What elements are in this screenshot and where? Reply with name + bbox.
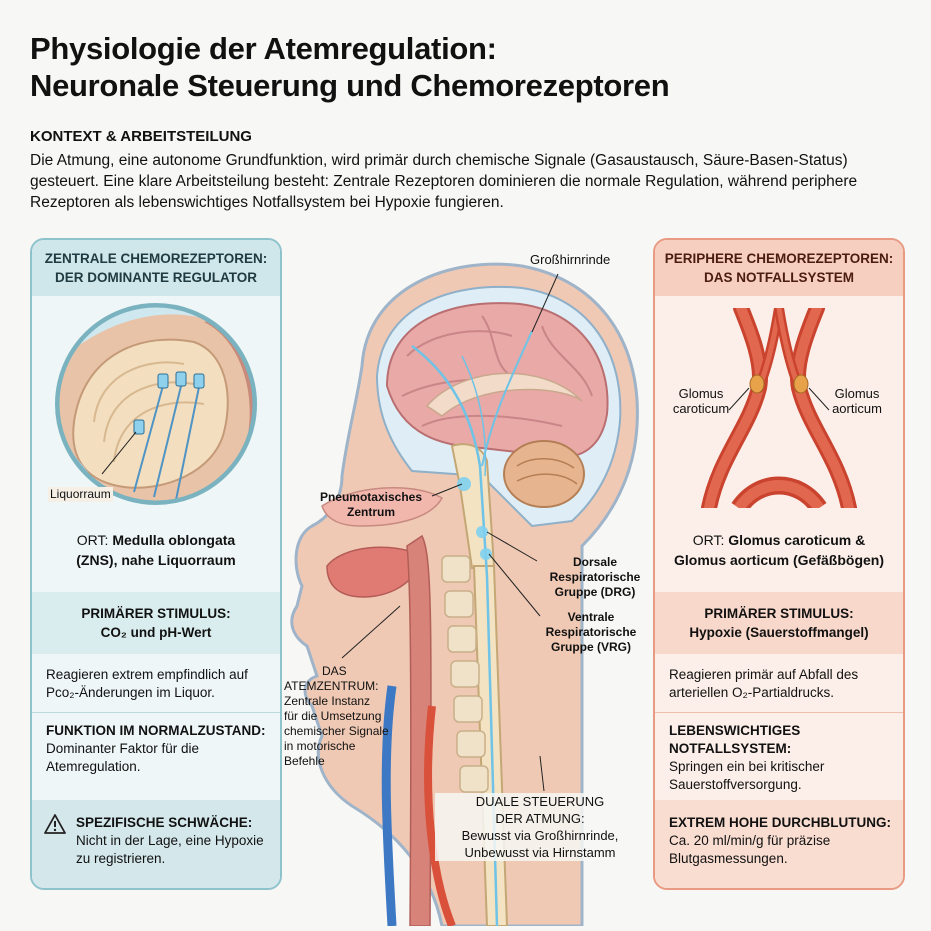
- peripheral-stimulus-band: PRIMÄRER STIMULUS: Hypoxie (Sauerstoffma…: [655, 592, 903, 654]
- central-header-line-1: ZENTRALE CHEMOREZEPTOREN:: [44, 251, 268, 266]
- atemzentrum-line-4: für die Umsetzung: [284, 709, 382, 723]
- central-function-block: FUNKTION IM NORMALZUSTAND: Dominanter Fa…: [46, 722, 271, 776]
- peripheral-perfusion-heading: EXTREM HOHE DURCHBLUTUNG:: [669, 815, 891, 830]
- drg-line-1: Dorsale: [572, 555, 618, 569]
- central-function-heading: FUNKTION IM NORMALZUSTAND:: [46, 723, 266, 738]
- peripheral-emergency-text: Springen ein bei kritischer Sauerstoffve…: [669, 759, 825, 792]
- central-location: ORT: Medulla oblongata (ZNS), nahe Liquo…: [40, 530, 272, 570]
- peripheral-perfusion-text: Ca. 20 ml/min/g für präzise Blutgasmessu…: [669, 833, 831, 866]
- glomus-caroticum-line-2: caroticum: [672, 401, 730, 416]
- vrg-line-1: Ventrale: [567, 610, 615, 624]
- vrg-line-2: Respiratorische: [545, 625, 637, 639]
- page-title: Physiologie der Atemregulation: Neuronal…: [30, 30, 910, 104]
- cortex-label: Großhirnrinde: [530, 252, 611, 267]
- central-chemoreceptors-panel: ZENTRALE CHEMOREZEPTOREN: DER DOMINANTE …: [30, 238, 282, 890]
- central-weakness-heading: SPEZIFISCHE SCHWÄCHE:: [76, 815, 253, 830]
- atemzentrum-line-3: Zentrale Instanz: [284, 694, 371, 708]
- context-text: Die Atmung, eine autonome Grundfunktion,…: [30, 152, 858, 211]
- peripheral-stimulus-heading: PRIMÄRER STIMULUS:: [704, 606, 854, 621]
- central-weakness-block: SPEZIFISCHE SCHWÄCHE: Nicht in der Lage,…: [76, 814, 271, 868]
- atemzentrum-line-1: DAS: [322, 664, 347, 678]
- peripheral-panel-header: PERIPHERE CHEMOREZEPTOREN: DAS NOTFALLSY…: [655, 240, 903, 296]
- vrg-label: Ventrale Respiratorische Gruppe (VRG): [536, 610, 646, 655]
- dual-line-3: Bewusst via Großhirnrinde,: [461, 828, 619, 843]
- peripheral-divider-1: [655, 712, 903, 713]
- central-divider-1: [32, 712, 280, 713]
- title-line-2: Neuronale Steuerung und Chemorezeptoren: [30, 68, 670, 103]
- peripheral-perfusion-band: [655, 800, 903, 888]
- dual-line-4: Unbewusst via Hirnstamm: [464, 845, 616, 860]
- central-stimulus-value: CO₂ und pH-Wert: [100, 625, 212, 640]
- central-stimulus-band: PRIMÄRER STIMULUS: CO₂ und pH-Wert: [32, 592, 280, 654]
- drg-label: Dorsale Respiratorische Gruppe (DRG): [540, 555, 650, 600]
- peripheral-stimulus-value: Hypoxie (Sauerstoffmangel): [689, 625, 869, 640]
- central-panel-header: ZENTRALE CHEMOREZEPTOREN: DER DOMINANTE …: [32, 240, 280, 296]
- pneumotaxic-line-1: Pneumotaxisches: [319, 490, 423, 504]
- central-weakness-text: Nicht in der Lage, eine Hypoxie zu regis…: [76, 833, 264, 866]
- arteries-illustration: [701, 308, 857, 508]
- peripheral-emergency-heading: LEBENSWICHTIGES NOTFALLSYSTEM:: [669, 723, 801, 756]
- pneumotaxic-center-label: Pneumotaxisches Zentrum: [306, 490, 436, 520]
- glomus-caroticum-line-1: Glomus: [678, 386, 724, 401]
- central-sensitivity-text: Reagieren extrem empfindlich auf Pco₂-Än…: [46, 667, 248, 700]
- peripheral-location-prefix: ORT:: [692, 532, 725, 548]
- central-location-prefix: ORT:: [76, 532, 109, 548]
- atemzentrum-line-5: chemischer Signale: [284, 724, 389, 738]
- central-header-line-2: DER DOMINANTE REGULATOR: [54, 270, 257, 285]
- title-line-1: Physiologie der Atemregulation:: [30, 31, 497, 66]
- central-stimulus-heading: PRIMÄRER STIMULUS:: [81, 606, 231, 621]
- dual-line-1: DUALE STEUERUNG: [475, 794, 605, 809]
- peripheral-header-line-2: DAS NOTFALLSYSTEM: [703, 270, 854, 285]
- dual-line-2: DER ATMUNG:: [495, 811, 585, 826]
- peripheral-location-line-2: Glomus aorticum (Gefäßbögen): [673, 552, 884, 568]
- peripheral-location: ORT: Glomus caroticum & Glomus aorticum …: [663, 530, 895, 570]
- drg-line-3: Gruppe (DRG): [554, 585, 636, 599]
- central-weakness-band: [32, 800, 280, 888]
- atemzentrum-line-7: Befehle: [284, 754, 325, 768]
- peripheral-perfusion-block: EXTREM HOHE DURCHBLUTUNG: Ca. 20 ml/min/…: [669, 814, 894, 868]
- peripheral-response-text: Reagieren primär auf Abfall des arteriel…: [669, 667, 859, 700]
- glomus-aorticum-label: Glomus aorticum: [817, 386, 897, 416]
- peripheral-location-line-1: Glomus caroticum &: [728, 532, 866, 548]
- peripheral-chemoreceptors-panel: PERIPHERE CHEMOREZEPTOREN: DAS NOTFALLSY…: [653, 238, 905, 890]
- central-location-line-2: (ZNS), nahe Liquorraum: [76, 552, 236, 568]
- glomus-aorticum-line-1: Glomus: [834, 386, 880, 401]
- respiratory-center-label: DAS ATEMZENTRUM: Zentrale Instanz für di…: [284, 664, 409, 769]
- context-heading: KONTEXT & ARBEITSTEILUNG: [30, 128, 252, 145]
- vrg-line-3: Gruppe (VRG): [551, 640, 631, 654]
- central-function-text: Dominanter Faktor für die Atemregulation…: [46, 741, 200, 774]
- glomus-aorticum-line-2: aorticum: [832, 401, 882, 416]
- central-location-line-1: Medulla oblongata: [112, 532, 236, 548]
- head-cross-section-illustration: [290, 262, 639, 926]
- medulla-illustration: [55, 303, 257, 505]
- warning-icon: [44, 814, 66, 834]
- pneumotaxic-line-2: Zentrum: [347, 505, 395, 519]
- atemzentrum-line-2: ATEMZENTRUM:: [284, 679, 379, 693]
- drg-line-2: Respiratorische: [549, 570, 641, 584]
- dual-control-label: DUALE STEUERUNG DER ATMUNG: Bewusst via …: [435, 793, 645, 861]
- glomus-caroticum-label: Glomus caroticum: [661, 386, 741, 416]
- atemzentrum-line-6: in motorische: [284, 739, 356, 753]
- liquorraum-label: Liquorraum: [48, 487, 113, 502]
- peripheral-header-line-1: PERIPHERE CHEMOREZEPTOREN:: [664, 251, 894, 266]
- peripheral-emergency-block: LEBENSWICHTIGES NOTFALLSYSTEM: Springen …: [669, 722, 894, 794]
